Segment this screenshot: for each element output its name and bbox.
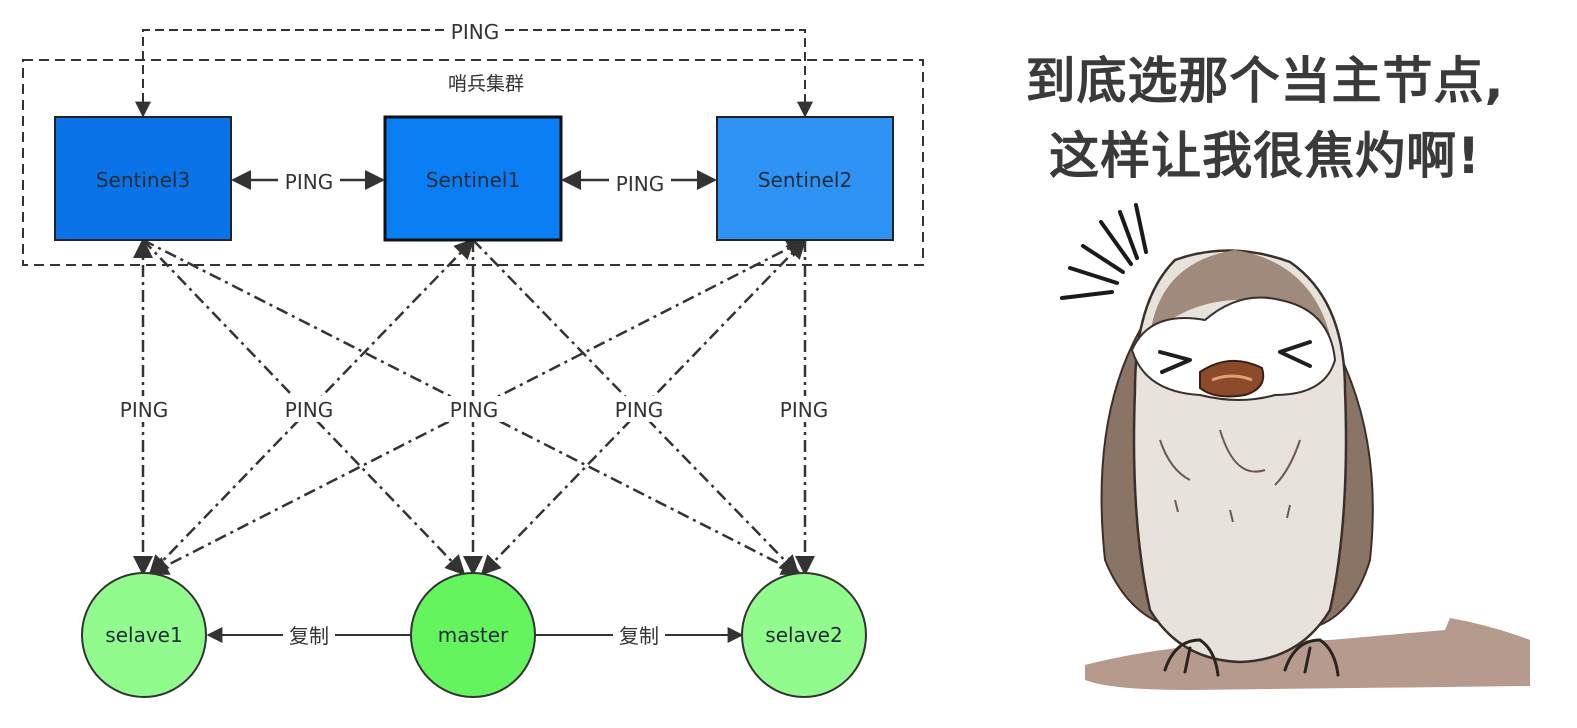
sentinel2-box — [716, 116, 894, 241]
vertical-ping-labels: PING PING PING PING PING — [112, 396, 836, 422]
sentinel1-box — [383, 115, 563, 242]
owl-beak — [1199, 359, 1265, 398]
ping-label-3: PING — [450, 398, 498, 422]
ping-label-2: PING — [285, 398, 333, 422]
sentinel2-label: Sentinel2 — [758, 168, 852, 192]
replication-label-1: 复制 — [289, 624, 329, 648]
master-label: master — [438, 623, 509, 647]
ping-label-1: PING — [120, 398, 168, 422]
owl-eye-right — [1278, 340, 1312, 368]
ping-link-3-1-label: PING — [285, 170, 333, 194]
master-node — [410, 572, 536, 698]
selave1-node — [81, 572, 207, 698]
selave2-label: selave2 — [765, 623, 842, 647]
cluster-label: 哨兵集群 — [448, 73, 524, 95]
top-ping-label: PING — [451, 20, 499, 44]
sentinel1-label: Sentinel1 — [426, 168, 520, 192]
selave2-node — [741, 572, 867, 698]
selave1-label: selave1 — [105, 623, 182, 647]
ping-label-5: PING — [780, 398, 828, 422]
ping-link-1-2-label: PING — [616, 172, 664, 196]
owl-feet — [1163, 638, 1340, 677]
meme-line-2: 这样让我很焦灼啊! — [1049, 127, 1481, 185]
owl-eye-left — [1158, 350, 1192, 374]
ping-label-4: PING — [615, 398, 663, 422]
owl-illustration — [1060, 203, 1530, 690]
sentinel3-box — [54, 116, 232, 241]
sentinel3-label: Sentinel3 — [96, 168, 190, 192]
stress-marks-icon — [1060, 203, 1148, 300]
replication-label-2: 复制 — [619, 624, 659, 648]
top-ping-line — [135, 29, 813, 118]
meme-line-1: 到底选那个当主节点, — [1026, 52, 1505, 110]
owl-face — [1130, 296, 1337, 401]
